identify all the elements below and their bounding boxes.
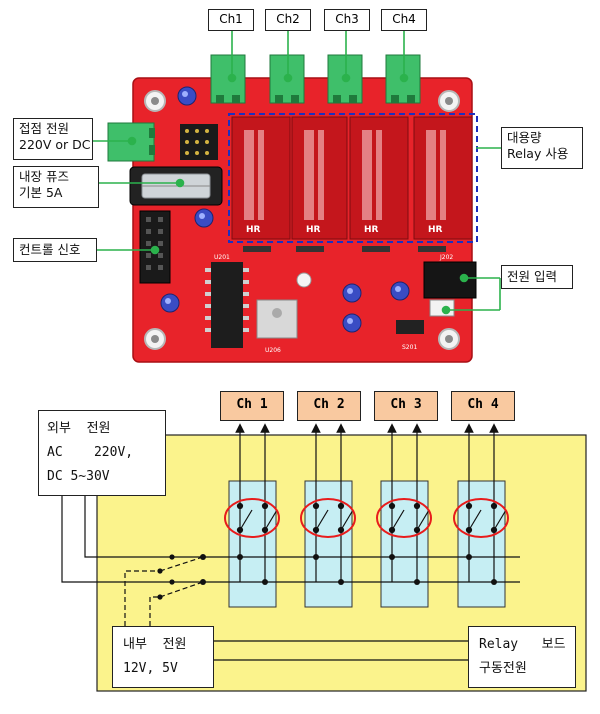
contact-power-line1: 접점 전원 bbox=[19, 121, 69, 136]
relay-brand: HR bbox=[364, 225, 379, 235]
ch4-output-box: Ch 4 bbox=[451, 391, 515, 421]
ch1-label: Ch1 bbox=[208, 9, 254, 31]
switch bbox=[396, 320, 424, 334]
external-power-box: 외부 전원 AC 220V, DC 5~30V bbox=[38, 410, 166, 496]
junction-dots bbox=[200, 554, 497, 585]
ch1-output-box: Ch 1 bbox=[220, 391, 284, 421]
mounting-holes bbox=[144, 90, 460, 350]
pcb-photo: HR HR HR HR bbox=[91, 28, 501, 363]
s201-label: S201 bbox=[402, 344, 417, 351]
relay-highlights bbox=[224, 498, 509, 538]
high-capacity-line1: 대용량 bbox=[507, 130, 542, 145]
power-input-label: 전원 입력 bbox=[501, 265, 573, 289]
regulator bbox=[256, 299, 298, 339]
high-capacity-relay-label: 대용량 Relay 사용 bbox=[501, 127, 583, 169]
ch4-label: Ch4 bbox=[381, 9, 427, 31]
fuse-line1: 내장 퓨즈 bbox=[19, 169, 69, 184]
fuse-label: 내장 퓨즈 기본 5A bbox=[13, 166, 99, 208]
relay-board-line2: 구동전원 bbox=[479, 661, 527, 676]
relay-brand: HR bbox=[246, 225, 261, 235]
callout-arrows bbox=[91, 28, 501, 315]
external-power-line1: 외부 전원 bbox=[47, 421, 111, 436]
j202-label: J202 bbox=[439, 254, 453, 261]
ch2-label: Ch2 bbox=[265, 9, 311, 31]
ch2-output-box: Ch 2 bbox=[297, 391, 361, 421]
external-power-line2: AC 220V, bbox=[47, 445, 134, 460]
control-signal-label: 컨트롤 신호 bbox=[13, 238, 97, 262]
ch3-label: Ch3 bbox=[324, 9, 370, 31]
fuse-line2: 기본 5A bbox=[19, 185, 63, 200]
relay-board-line1: Relay 보드 bbox=[479, 637, 566, 652]
u206-label: U206 bbox=[265, 347, 281, 354]
contact-power-line2: 220V or DC bbox=[19, 137, 91, 152]
internal-power-box: 내부 전원 12V, 5V bbox=[112, 626, 214, 688]
ic-u201-label: U201 bbox=[214, 254, 230, 261]
power-jack bbox=[423, 261, 477, 299]
relay-brand: HR bbox=[306, 225, 321, 235]
ch3-output-box: Ch 3 bbox=[374, 391, 438, 421]
internal-power-line1: 내부 전원 bbox=[123, 637, 187, 652]
high-capacity-line2: Relay 사용 bbox=[507, 146, 569, 161]
external-power-line3: DC 5~30V bbox=[47, 469, 110, 484]
relay-switches bbox=[236, 502, 507, 534]
led bbox=[296, 272, 312, 288]
relay-dashed-frame bbox=[228, 113, 478, 243]
internal-power-line2: 12V, 5V bbox=[123, 661, 178, 676]
relay-board-power-box: Relay 보드 구동전원 bbox=[468, 626, 576, 688]
relay-brand: HR bbox=[428, 225, 443, 235]
ic-u201 bbox=[211, 262, 243, 348]
contact-power-label: 접점 전원 220V or DC bbox=[13, 118, 93, 160]
